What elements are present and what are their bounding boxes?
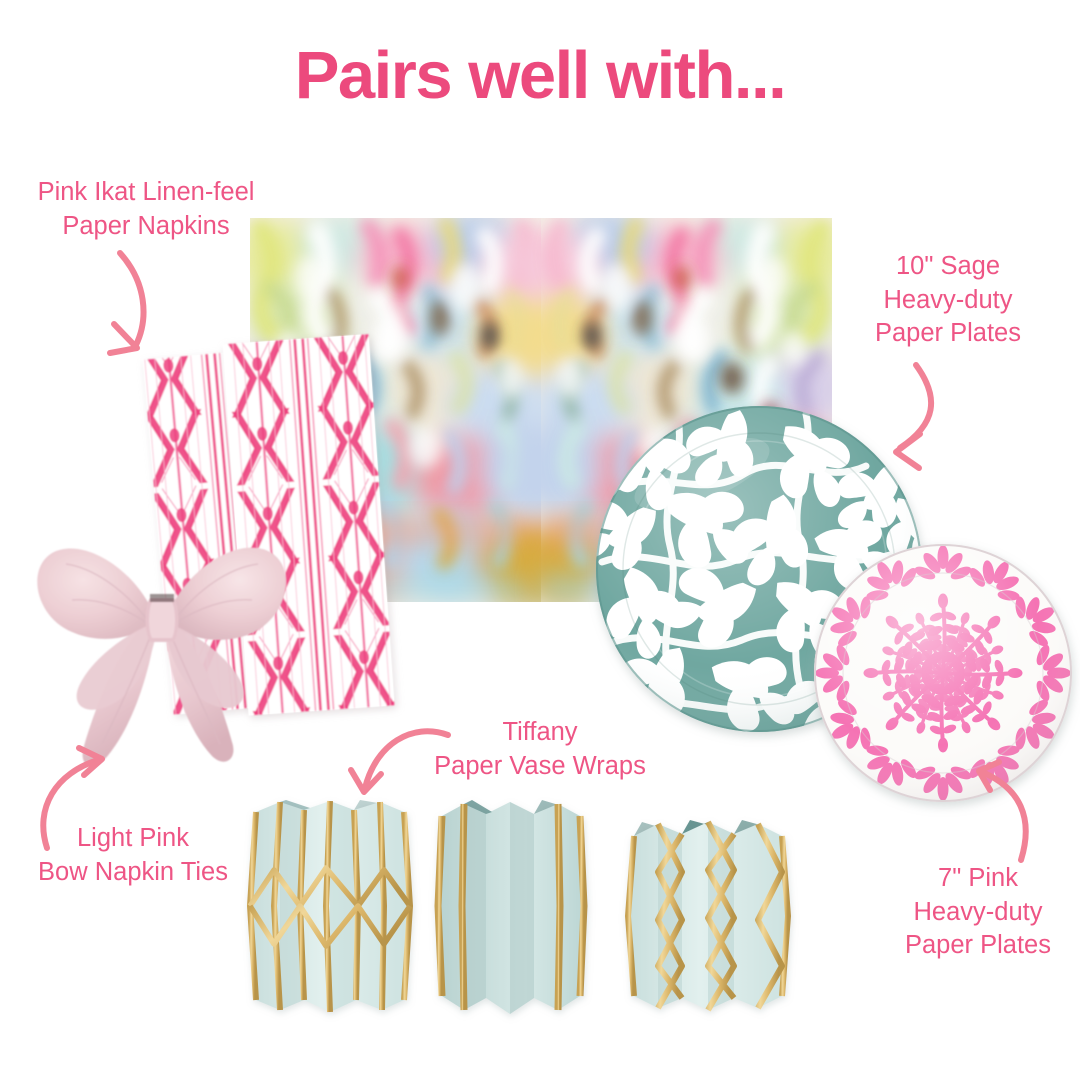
callout-label-sage-plates: 10" Sage Heavy-duty Paper Plates [874, 252, 1021, 348]
product-pink-paper-plate [812, 542, 1074, 804]
callout-label-pink-plates: 7" Pink Heavy-duty Paper Plates [904, 864, 1051, 960]
callout-label-vase-wraps: Tiffany Paper Vase Wraps [434, 718, 646, 780]
callout-label-pink-ikat-napkins: Pink Ikat Linen-feel Paper Napkins [37, 178, 255, 240]
arrow-pink-ikat-napkins [107, 250, 147, 356]
page-title: Pairs well with... [294, 38, 787, 113]
callout-label-bow-napkin-ties: Light Pink Bow Napkin Ties [38, 824, 228, 886]
product-tiffany-vase-wraps [228, 786, 812, 1038]
product-light-pink-bow [28, 528, 298, 778]
